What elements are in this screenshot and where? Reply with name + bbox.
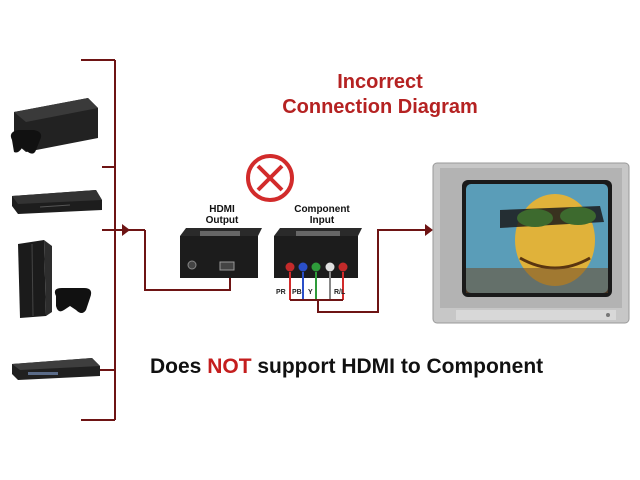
game-console-slim [10, 98, 98, 154]
footer-caption-before: Does [150, 355, 208, 378]
bus-arrow [122, 224, 130, 236]
jack-label-pr: PR [276, 289, 286, 296]
component-input-label-line-2: Input [309, 215, 335, 226]
x-circle-icon [246, 154, 294, 202]
jack-label-pb: PB [292, 289, 302, 296]
jack-label-rl: R/L [334, 289, 346, 296]
converter-component-side [274, 228, 362, 278]
game-console-vertical [18, 240, 92, 318]
dvd-player [12, 358, 100, 380]
component-cables [289, 272, 344, 301]
hdmi-output-label-line-2: Output [205, 215, 239, 226]
bluray-player [12, 190, 102, 214]
component-input-label: Component Input [282, 204, 362, 226]
converter-hdmi-side [180, 228, 262, 278]
footer-caption: Does NOT support HDMI to Component [150, 355, 610, 379]
source-bus [81, 59, 430, 421]
footer-caption-after: support HDMI to Component [251, 355, 544, 378]
hdmi-output-label: HDMI Output [192, 204, 252, 226]
component-input-label-line-1: Component [294, 204, 350, 215]
tv-arrow [425, 224, 433, 236]
crt-television [432, 162, 630, 324]
hdmi-output-label-line-1: HDMI [209, 204, 235, 215]
diagram-title-line-2: Connection Diagram [282, 96, 478, 118]
footer-caption-not: NOT [207, 355, 252, 378]
diagram-title-line-1: Incorrect [337, 71, 423, 93]
jack-label-y: Y [308, 289, 313, 296]
